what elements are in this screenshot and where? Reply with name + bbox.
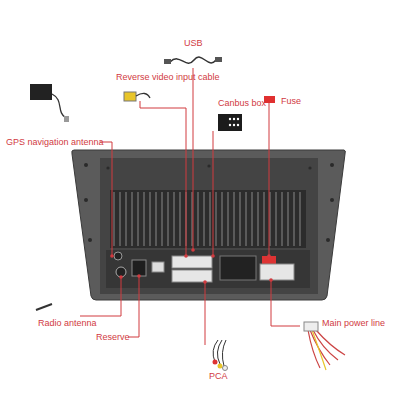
part-label: Main power line [322,318,400,329]
usb-plug [215,57,222,62]
power-plug [304,322,318,331]
leader-line [271,280,300,326]
leader-dot [203,280,207,284]
screw-hole [330,198,334,202]
rca-plug [218,364,223,369]
canbus-pin [229,118,231,120]
harness-socket [172,256,212,268]
gps-port [114,252,122,260]
gps-plug [64,116,69,122]
usb-plug [164,59,171,64]
usb-port [152,262,164,272]
leader-dot [269,278,273,282]
unit-bezel [72,150,346,300]
part-label: Reverse video input cable [116,72,256,83]
main-socket [260,264,294,280]
heat-sink-fins [114,192,300,246]
rca-plug [223,366,228,371]
leader-line [128,276,139,337]
screw-hole [326,238,330,242]
rca-plug [213,360,218,365]
part-label: GPS navigation antenna [6,137,116,148]
leader-dot [184,254,188,258]
screw-hole [106,166,109,169]
leader-dot [267,254,271,258]
leader-dot [211,254,215,258]
canbus-pin [237,118,239,120]
unit-back [100,158,318,294]
canbus-pins [229,118,239,126]
part-label: USB [184,38,224,49]
power-wire [312,330,326,370]
aux-port [132,260,146,276]
harness-socket [220,256,256,280]
leader-dot [191,248,195,252]
canbus-pin [229,124,231,126]
connector-panel [106,250,310,288]
gps-cable [52,94,66,118]
leader-line [140,101,186,256]
part-label: Fuse [281,96,321,107]
leader-line [213,131,214,256]
leader-line [193,68,194,250]
heat-sink [110,190,306,248]
gps-antenna [30,84,52,100]
part-label: Canbus box [218,98,288,109]
screw-hole [88,238,92,242]
fin-lines [114,192,300,246]
leader-dot [110,254,114,258]
screw-hole [207,164,210,167]
leader-dot [137,274,141,278]
leader-dot [119,275,123,279]
leader-lines [80,68,300,345]
pca-wires [213,340,226,366]
leader-line [100,142,112,256]
camera-cable [136,93,150,98]
leader-line [205,282,206,345]
screw-hole [330,163,334,167]
usb-cable [170,57,216,63]
canbus-box [218,114,242,131]
radio-antenna-plug [36,304,52,310]
canbus-pin [233,124,235,126]
screw-hole [84,198,88,202]
leader-line [80,277,121,316]
reverse-camera [124,92,136,101]
leader-dots [110,248,273,284]
part-label: Reserve [96,332,146,343]
canbus-pin [233,118,235,120]
harness-socket [172,270,212,282]
part-label: Radio antenna [38,318,118,329]
leader-line [269,103,270,256]
screw-hole [308,166,311,169]
screw-hole [84,163,88,167]
part-label: PCA [209,371,249,382]
canbus-pin [237,124,239,126]
